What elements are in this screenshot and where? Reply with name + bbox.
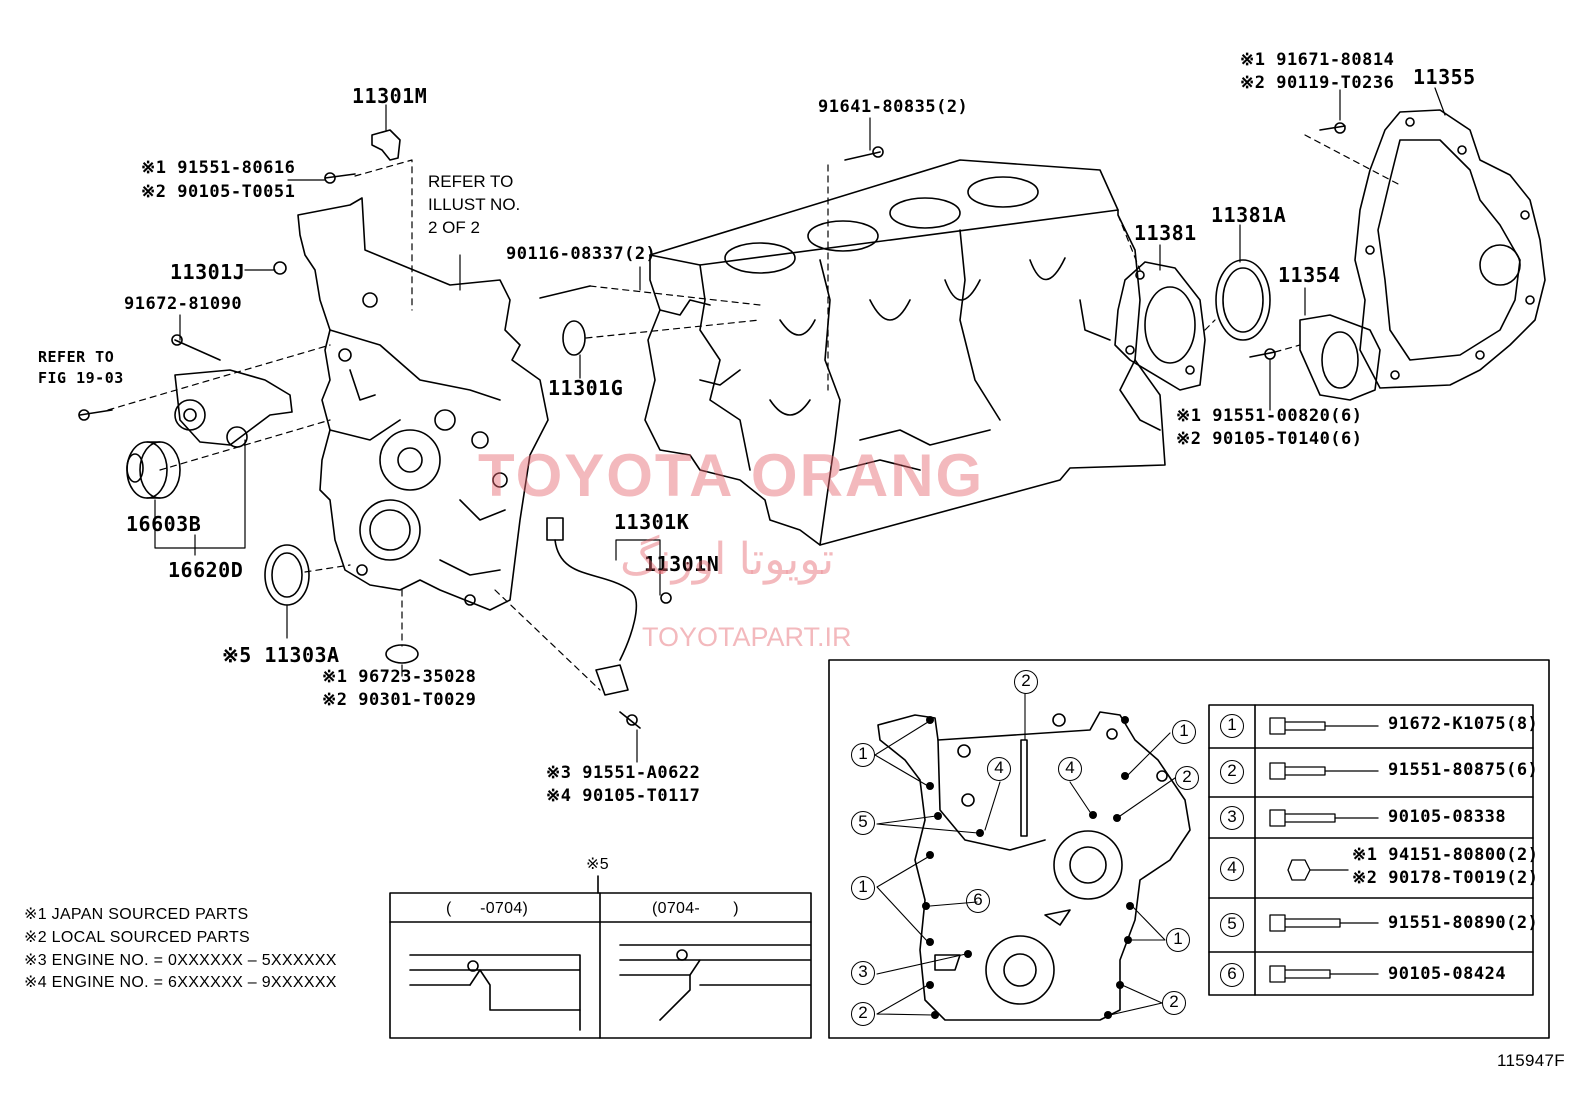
callout-circle: 3: [851, 961, 875, 985]
label-refer-fig: REFER TO: [38, 348, 115, 366]
callout-circle: 5: [851, 811, 875, 835]
label-90105-T0140: ※2 90105-T0140(6): [1176, 429, 1363, 449]
callout-circle: 2: [1014, 670, 1038, 694]
bolt-part-number: 90105-08338: [1388, 807, 1507, 827]
label-11301N: 11301N: [644, 552, 720, 576]
rear-oil-seal: [1215, 259, 1271, 341]
label-91551-80616: ※1 91551-80616: [141, 158, 296, 178]
cover-11354: [1299, 314, 1381, 401]
bolt-part-number: 91672-K1075(8): [1388, 714, 1539, 734]
callout-circle: 1: [1172, 720, 1196, 744]
callout-leaders: [874, 693, 1176, 1016]
inset-col-left: ( -0704): [446, 900, 529, 917]
watermark-url: TOYOTAPART.IR: [642, 622, 852, 652]
oil-seal: [264, 544, 310, 606]
inset-col-right: (0704- ): [652, 900, 739, 917]
label-11303A: ※5 11303A: [222, 643, 340, 667]
label-refer-illust: 2 OF 2: [428, 218, 480, 237]
table-num-circle: 4: [1220, 857, 1244, 881]
label-11354: 11354: [1278, 263, 1341, 287]
label-11301K: 11301K: [614, 510, 690, 534]
bolt-dots: [922, 716, 1134, 1019]
bolt-location-frame: [828, 659, 1550, 1039]
bolt-part-number: ※1 94151-80800(2): [1352, 845, 1539, 865]
callout-circle: 1: [851, 743, 875, 767]
cover-outline: [877, 711, 1191, 1021]
label-91672-81090: 91672-81090: [124, 294, 243, 314]
table-num-circle: 3: [1220, 806, 1244, 830]
table-num-circle: 6: [1220, 963, 1244, 987]
callout-circle: 2: [851, 1002, 875, 1026]
label-11381: 11381: [1134, 221, 1197, 245]
table-num-circle: 5: [1220, 913, 1244, 937]
bolt-part-number: 91551-80890(2): [1388, 913, 1539, 933]
callout-circle: 4: [987, 757, 1011, 781]
o-ring-11301G: [562, 320, 586, 356]
bolts: [78, 122, 1346, 729]
watermark-persian: تویوتا اورنگ: [620, 535, 835, 584]
bolt-part-number-alt: ※2 90178-T0019(2): [1352, 868, 1539, 888]
callout-circle: 4: [1058, 757, 1082, 781]
bolt-table-grid: [1208, 704, 1534, 996]
callout-circle: 2: [1162, 991, 1186, 1015]
label-90119-T0236: ※2 90119-T0236: [1240, 73, 1395, 93]
end-plate-11355: [1354, 109, 1546, 389]
label-refer-fig: FIG 19-03: [38, 369, 124, 387]
rear-seal-retainer: [1114, 261, 1206, 391]
label-16620D: 16620D: [168, 558, 244, 582]
label-91641-80835: 91641-80835(2): [818, 97, 969, 117]
footnote: ※3 ENGINE NO. = 0XXXXXX – 5XXXXXX: [24, 952, 337, 969]
bolt-part-number: 90105-08424: [1388, 964, 1507, 984]
label-11301G: 11301G: [548, 376, 624, 400]
timing-chain-cover: [297, 197, 549, 611]
o-ring-small: [385, 644, 419, 664]
label-11381A: 11381A: [1211, 203, 1287, 227]
label-90301-T0029: ※2 90301-T0029: [322, 690, 477, 710]
label-refer-illust: ILLUST NO.: [428, 195, 521, 214]
crank-sensor-11301K: [546, 517, 638, 696]
idler-bracket: [126, 369, 293, 499]
label-91671-80814: ※1 91671-80814: [1240, 50, 1395, 70]
footnote: ※1 JAPAN SOURCED PARTS: [24, 906, 249, 923]
leader-lines: [154, 87, 1446, 763]
label-11301J: 11301J: [170, 260, 246, 284]
label-90105-T0051: ※2 90105-T0051: [141, 182, 296, 202]
label-11301M: 11301M: [352, 84, 428, 108]
dashed-guides: [107, 134, 1401, 691]
table-bolt-icons: [1269, 717, 1379, 983]
engine-block: [644, 159, 1166, 546]
footnote: ※4 ENGINE NO. = 6XXXXXX – 9XXXXXX: [24, 974, 337, 991]
table-num-circle: 1: [1220, 714, 1244, 738]
callout-circle: 2: [1175, 766, 1199, 790]
inset-mark: ※5: [586, 856, 609, 873]
callout-circle: 1: [1166, 928, 1190, 952]
label-90105-T0117: ※4 90105-T0117: [546, 786, 701, 806]
seal-inset: [389, 875, 812, 1039]
watermark-title: TOYOTA ORANG: [478, 442, 985, 509]
label-91551-A0622: ※3 91551-A0622: [546, 763, 701, 783]
label-91551-00820: ※1 91551-00820(6): [1176, 406, 1363, 426]
table-num-circle: 2: [1220, 760, 1244, 784]
label-90116-08337: 90116-08337(2): [506, 244, 657, 264]
label-refer-illust: REFER TO: [428, 172, 514, 191]
bolt-part-number: 91551-80875(6): [1388, 760, 1539, 780]
footnote: ※2 LOCAL SOURCED PARTS: [24, 929, 250, 946]
callout-circle: 6: [966, 889, 990, 913]
callout-circle: 1: [851, 876, 875, 900]
figure-id: 115947F: [1497, 1051, 1565, 1070]
cam-sensor-11301M: [371, 129, 401, 161]
label-11355: 11355: [1413, 65, 1476, 89]
label-96723-35028: ※1 96723-35028: [322, 667, 477, 687]
label-16603B: 16603B: [126, 512, 202, 536]
